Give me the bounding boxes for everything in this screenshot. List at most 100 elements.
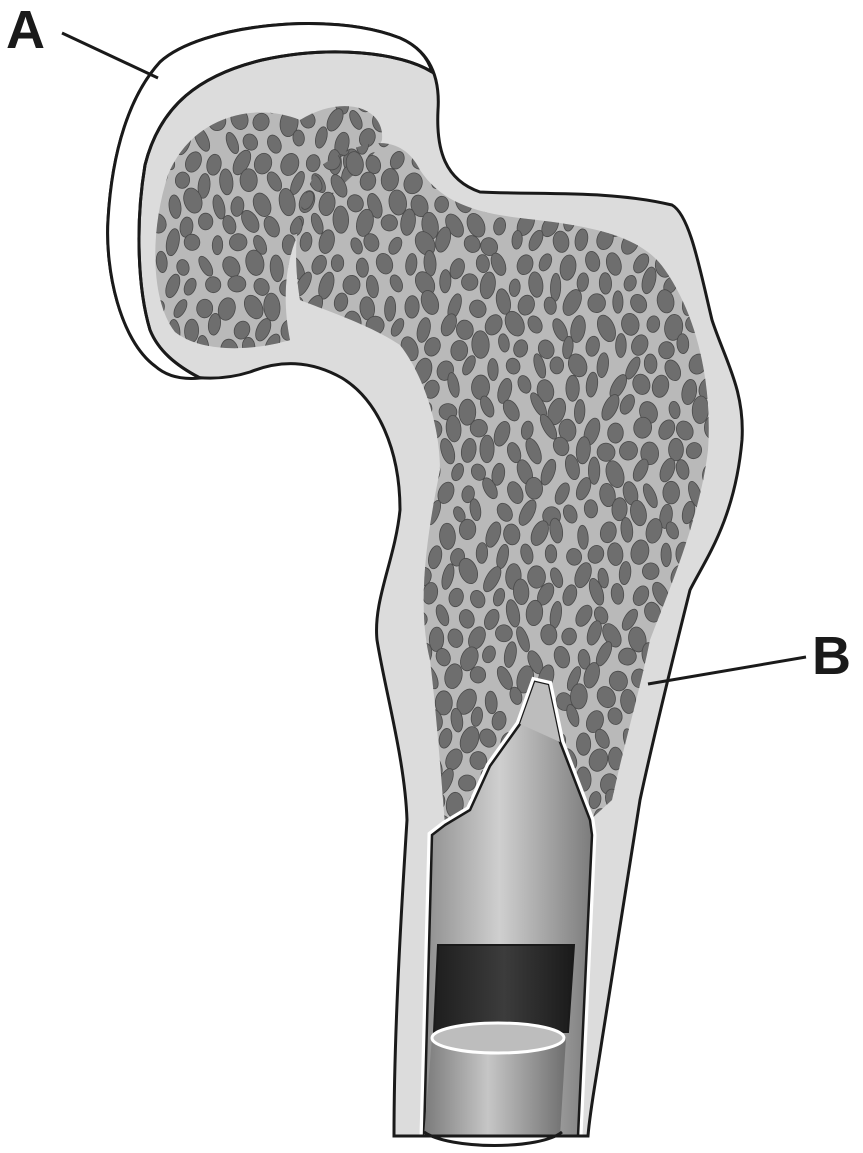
pore [198, 213, 213, 230]
pore [354, 456, 372, 479]
pore [303, 484, 318, 504]
pore [287, 377, 306, 397]
pore [290, 623, 307, 646]
pore [657, 174, 674, 194]
pore [355, 545, 372, 571]
pore [527, 566, 545, 589]
pore [285, 707, 307, 736]
pore [613, 291, 623, 313]
pore [697, 702, 715, 728]
pore [659, 143, 684, 174]
pore [634, 125, 646, 151]
pore [476, 542, 488, 563]
pore [689, 727, 705, 748]
pore [344, 484, 360, 505]
pore [296, 771, 314, 796]
pore [283, 667, 302, 687]
pore [324, 728, 342, 753]
pore [303, 376, 324, 406]
pore [330, 752, 346, 774]
pore [333, 459, 354, 487]
pore [351, 619, 377, 649]
pore [337, 671, 351, 690]
pore [364, 521, 383, 549]
pore [331, 255, 344, 272]
pore [605, 175, 624, 195]
pore [697, 622, 719, 645]
marrow-band [434, 945, 574, 1032]
pore [609, 127, 626, 153]
pore [322, 563, 339, 587]
pore [657, 750, 673, 776]
pore [688, 771, 709, 793]
pore [669, 766, 685, 790]
pore [696, 786, 716, 816]
pore [336, 543, 350, 564]
pore [350, 708, 372, 733]
pore [317, 600, 339, 624]
label-a: A [6, 0, 45, 60]
pore [595, 144, 612, 171]
pore [480, 435, 495, 463]
pore [314, 520, 337, 545]
pore [666, 725, 685, 755]
pore [458, 775, 475, 791]
pore [663, 481, 680, 504]
pore [344, 438, 364, 460]
pore [625, 168, 649, 192]
pore [345, 605, 366, 631]
pore [338, 769, 360, 797]
pore [522, 143, 546, 169]
pore [599, 272, 612, 294]
pore [661, 543, 672, 567]
pore [359, 589, 377, 610]
pore [470, 419, 488, 437]
pore [341, 811, 360, 834]
pore [353, 412, 375, 440]
pore [638, 812, 658, 836]
pore [334, 380, 347, 399]
pore [669, 438, 684, 461]
pore [679, 790, 690, 809]
pore [295, 558, 313, 586]
pore [369, 438, 384, 458]
pore [481, 148, 500, 168]
pore [358, 791, 375, 811]
pore [375, 501, 393, 522]
pore [312, 545, 327, 565]
pore [368, 810, 379, 833]
pore [676, 705, 697, 727]
pore [288, 418, 306, 439]
pore [669, 813, 686, 834]
pore [515, 131, 534, 155]
pore [550, 150, 568, 176]
pore [333, 706, 353, 733]
pore [690, 809, 713, 836]
pore [240, 169, 258, 192]
pore [285, 455, 309, 480]
label-b: B [812, 626, 851, 686]
pore [405, 295, 420, 318]
pore [296, 434, 316, 459]
pore [364, 480, 386, 505]
pore [311, 627, 332, 653]
pore [212, 236, 223, 255]
pore [313, 422, 327, 445]
pore [575, 154, 589, 174]
canal-cut-ellipse [432, 1023, 564, 1053]
pore [312, 794, 327, 813]
pore [352, 755, 373, 777]
pore [550, 357, 564, 374]
pore [684, 150, 703, 170]
pore [331, 794, 345, 814]
pore [615, 333, 626, 357]
pore [382, 753, 400, 776]
pore [319, 645, 340, 675]
pore [541, 132, 563, 153]
pore [504, 150, 526, 173]
pore [309, 497, 330, 521]
pore [448, 128, 460, 154]
pore [363, 765, 386, 794]
pore [566, 375, 579, 401]
pore [365, 687, 386, 710]
